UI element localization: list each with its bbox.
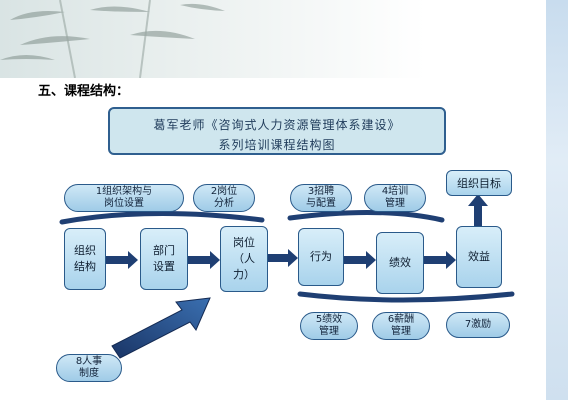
big-diagonal-arrow — [111, 297, 211, 359]
diagram-title: 葛军老师《咨询式人力资源管理体系建设》 — [153, 118, 401, 132]
node-behavior[interactable]: 行为 — [298, 228, 344, 286]
module-2-job-analysis[interactable]: 2岗位 分析 — [193, 184, 255, 212]
arrow-behavior-performance — [344, 251, 376, 269]
section-heading: 五、课程结构： — [38, 84, 130, 99]
bamboo-decoration — [0, 0, 225, 79]
top-bracket-left — [59, 210, 265, 225]
module-5-performance-mgmt[interactable]: 5绩效 管理 — [300, 312, 358, 340]
module-6-compensation[interactable]: 6薪酬 管理 — [372, 312, 430, 340]
module-7-incentive[interactable]: 7激励 — [446, 312, 510, 338]
header-background — [0, 0, 568, 79]
node-benefit[interactable]: 效益 — [456, 226, 502, 288]
module-8-hr-policy[interactable]: 8人事 制度 — [56, 354, 122, 382]
top-bracket-right — [287, 209, 445, 223]
arrow-performance-benefit — [424, 251, 456, 269]
arrow-dept-post — [188, 251, 220, 269]
node-org-structure[interactable]: 组织 结构 — [64, 228, 106, 290]
module-3-recruitment[interactable]: 3招聘 与配置 — [290, 184, 352, 212]
bottom-bracket — [297, 291, 515, 303]
arrow-org-dept — [106, 251, 138, 269]
module-1-org-structure[interactable]: 1组织架构与 岗位设置 — [64, 184, 184, 212]
node-dept-setup[interactable]: 部门 设置 — [140, 228, 188, 290]
module-4-training[interactable]: 4培训 管理 — [364, 184, 426, 212]
node-post[interactable]: 岗位 （人 力） — [220, 226, 268, 292]
diagram-subtitle: 系列培训课程结构图 — [218, 138, 336, 152]
side-stripe — [546, 0, 568, 400]
arrow-post-behavior — [268, 249, 298, 267]
arrow-benefit-goal — [468, 194, 488, 226]
node-performance[interactable]: 绩效 — [376, 232, 424, 294]
diagram-title-box: 葛军老师《咨询式人力资源管理体系建设》 系列培训课程结构图 — [108, 107, 446, 155]
node-org-goal[interactable]: 组织目标 — [446, 170, 512, 196]
